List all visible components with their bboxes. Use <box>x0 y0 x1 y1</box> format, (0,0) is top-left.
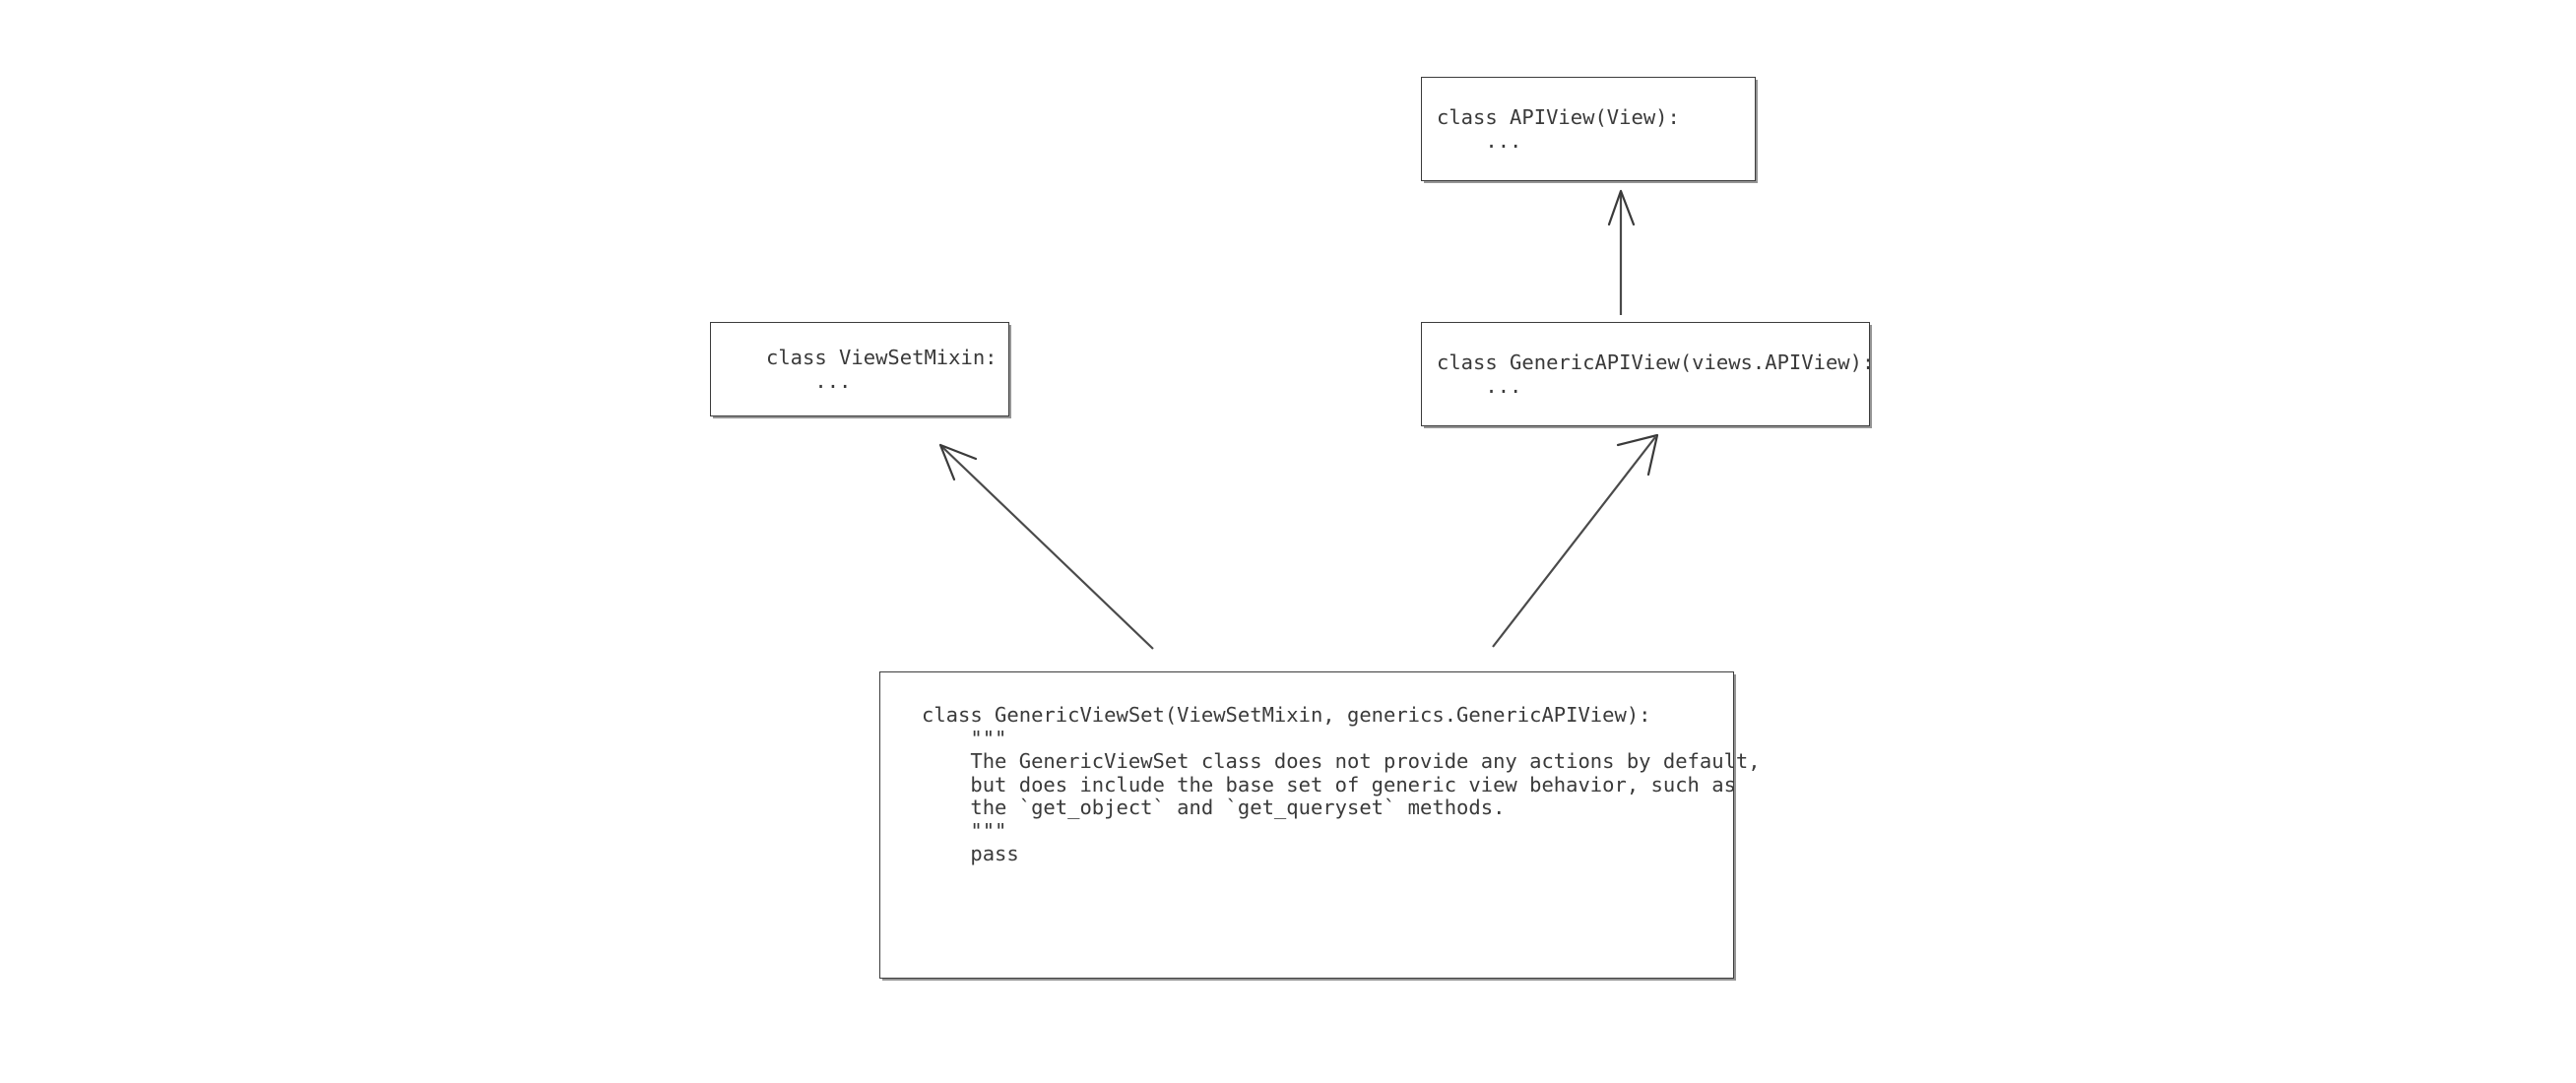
arrow-head <box>1607 189 1636 226</box>
arrow-head <box>938 443 978 481</box>
arrow-genericapiview-to-apiview <box>1607 189 1636 315</box>
arrow-genericviewset-to-genericapiview <box>1492 433 1659 648</box>
class-box-genericapiview-code: class GenericAPIView(views.APIView): ... <box>1437 350 1875 398</box>
class-box-genericviewset-code: class GenericViewSet(ViewSetMixin, gener… <box>922 703 1761 865</box>
class-box-viewsetmixin[interactable]: class ViewSetMixin: ... <box>710 322 1009 416</box>
class-box-apiview-code: class APIView(View): ... <box>1437 105 1680 153</box>
class-box-genericviewset[interactable]: class GenericViewSet(ViewSetMixin, gener… <box>879 671 1761 979</box>
arrow-head <box>1616 433 1659 477</box>
class-box-viewsetmixin-code: class ViewSetMixin: ... <box>766 346 998 393</box>
arrow-shaft <box>941 446 1154 650</box>
class-box-genericapiview[interactable]: class GenericAPIView(views.APIView): ... <box>1421 322 1875 426</box>
class-box-apiview[interactable]: class APIView(View): ... <box>1421 77 1756 181</box>
arrow-genericviewset-to-viewsetmixin <box>938 443 1154 650</box>
arrow-shaft <box>1492 436 1656 648</box>
